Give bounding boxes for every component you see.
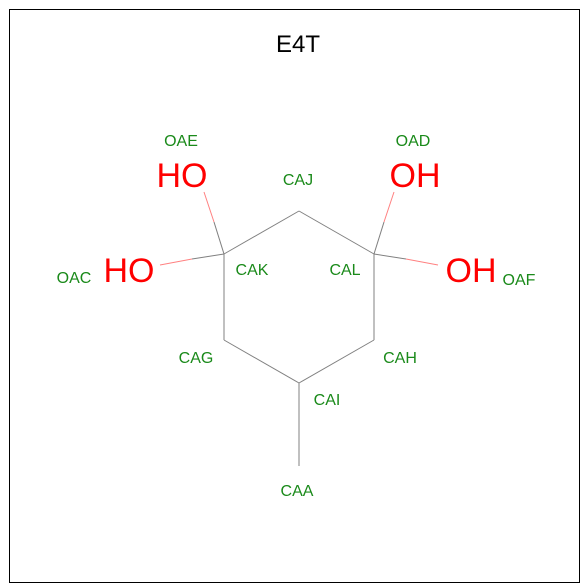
bond-caj-cal xyxy=(298,210,375,255)
bond-cah-cai xyxy=(298,339,375,384)
atom-label-caa: CAA xyxy=(281,483,314,500)
bond-cal-oaf-o xyxy=(405,258,439,266)
bond-cal-oad-c xyxy=(373,221,385,255)
atom-label-caj: CAJ xyxy=(283,172,313,189)
hydroxyl-label-oaf: OH xyxy=(446,252,497,290)
hydroxyl-label-oad: OH xyxy=(390,157,441,195)
bond-cak-oac-c xyxy=(191,253,225,260)
hydroxyl-labels: HO OH HO OH xyxy=(104,157,497,290)
bond-cak-oae-c xyxy=(213,221,225,255)
bond-cak-oac-o xyxy=(159,258,193,266)
bond-cal-oad-o xyxy=(383,191,395,223)
diagram-frame xyxy=(9,9,580,583)
atom-label-cal: CAL xyxy=(329,262,360,279)
atom-label-oae: OAE xyxy=(164,133,198,150)
atom-label-oaf: OAF xyxy=(503,272,536,289)
atom-label-oad: OAD xyxy=(396,133,431,150)
atom-label-cak: CAK xyxy=(236,262,269,279)
atom-label-cag: CAG xyxy=(179,350,214,367)
bond-cal-oaf-c xyxy=(373,253,407,260)
hydroxyl-label-oac: HO xyxy=(104,252,155,290)
atom-label-oac: OAC xyxy=(57,270,92,287)
bond-cak-caj xyxy=(223,210,300,255)
diagram-title: E4T xyxy=(276,31,320,58)
atom-label-cai: CAI xyxy=(314,392,341,409)
hydroxyl-label-oae: HO xyxy=(157,157,208,195)
bond-cai-cag xyxy=(223,339,300,384)
atom-labels: OAE OAD CAJ CAK CAL OAC OAF CAG CAH CAI … xyxy=(57,133,536,500)
atom-label-cah: CAH xyxy=(383,350,417,367)
hydroxyl-bonds xyxy=(159,191,439,266)
bond-cak-oae-o xyxy=(203,191,215,223)
ring-bonds xyxy=(223,210,375,466)
